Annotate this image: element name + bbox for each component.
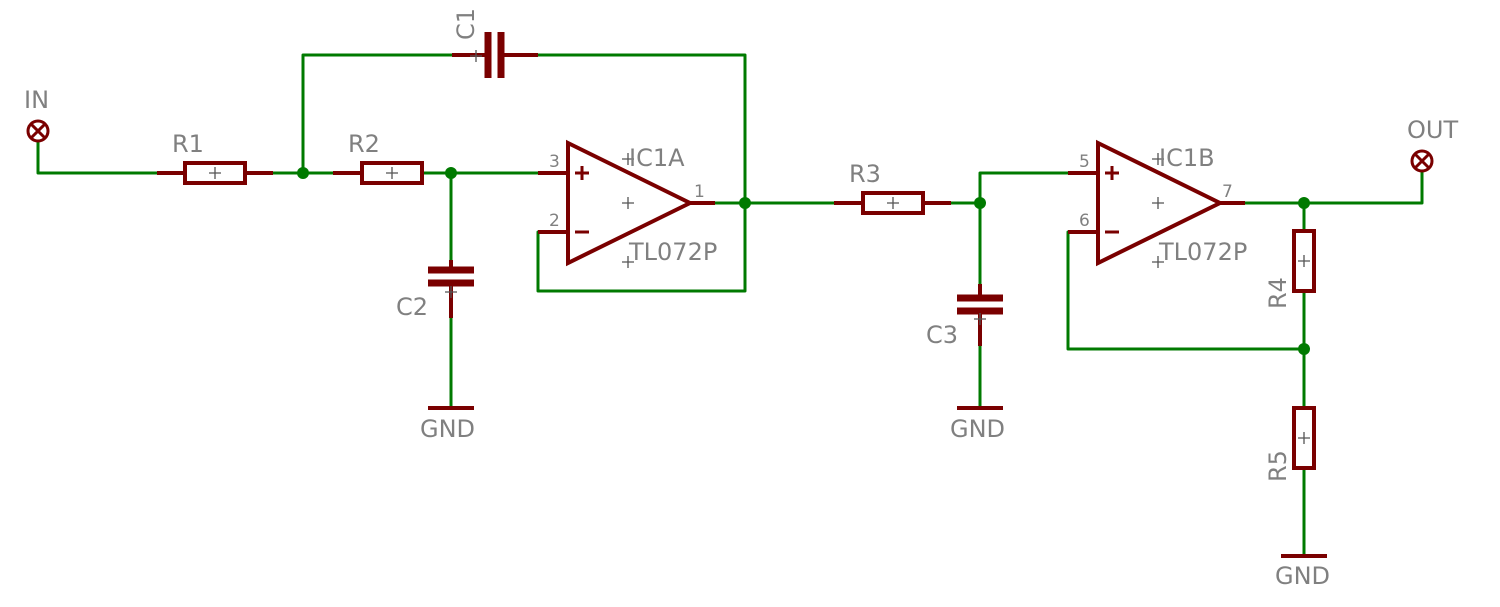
resistor-r1-label: R1 <box>172 130 204 158</box>
opamp-ic1a: 3 2 1 IC1A TL072P <box>538 139 717 268</box>
input-port-label: IN <box>24 86 49 114</box>
opamp-ic1a-pin-plus: 3 <box>549 152 560 172</box>
junction-dot <box>445 167 457 179</box>
opamp-ic1b-pin-plus: 5 <box>1079 152 1090 172</box>
opamp-ic1b-value: TL072P <box>1158 238 1247 266</box>
opamp-ic1a-pin-minus: 2 <box>549 211 560 231</box>
capacitor-c2-label: C2 <box>396 293 428 321</box>
resistor-r2-label: R2 <box>348 130 380 158</box>
capacitor-c1-label: C1 <box>452 8 480 40</box>
opamp-ic1b-pin-minus: 6 <box>1079 211 1090 231</box>
opamp-ic1a-pin-out: 1 <box>694 182 705 202</box>
opamp-ic1b: 5 6 7 IC1B TL072P <box>1068 139 1247 268</box>
capacitor-c1: C1 <box>452 8 538 78</box>
junction-dot <box>1298 343 1310 355</box>
wire-c1-feedback-left <box>301 53 454 175</box>
resistor-r2: R2 <box>333 130 424 185</box>
ground-label-2: GND <box>950 415 1005 443</box>
ground-symbol-3: GND <box>1275 554 1330 590</box>
opamp-ic1a-name: IC1A <box>629 144 685 172</box>
junction-dot <box>739 197 751 209</box>
ground-label-1: GND <box>420 415 475 443</box>
wire-r3-ic1b <box>949 171 1070 205</box>
capacitor-c2: C2 <box>396 260 474 321</box>
junction-dot <box>297 167 309 179</box>
resistor-r1: R1 <box>157 130 273 185</box>
opamp-ic1b-name: IC1B <box>1159 144 1215 172</box>
opamp-ic1b-pin-out: 7 <box>1222 182 1233 202</box>
junction-dot <box>1298 197 1310 209</box>
wire-ic1a-feedback <box>536 201 747 293</box>
output-port-label: OUT <box>1407 116 1458 144</box>
wires <box>36 53 1424 558</box>
ground-symbol-2: GND <box>950 406 1005 443</box>
input-port: IN <box>24 86 50 143</box>
capacitor-c3-label: C3 <box>926 321 958 349</box>
resistor-r3: R3 <box>834 160 951 215</box>
junction-dot <box>974 197 986 209</box>
wire-in-r1 <box>36 140 159 175</box>
ground-symbol-1: GND <box>420 406 475 443</box>
resistor-r4-label: R4 <box>1264 277 1292 309</box>
resistor-r3-label: R3 <box>849 160 881 188</box>
wire-ic1b-out <box>1243 170 1424 205</box>
resistor-r4: R4 <box>1264 229 1316 309</box>
junctions <box>297 167 1310 355</box>
capacitor-c3: C3 <box>926 284 1003 349</box>
ground-label-3: GND <box>1275 562 1330 590</box>
output-port: OUT <box>1407 116 1458 173</box>
resistor-r5: R5 <box>1264 406 1316 482</box>
wire-c1-feedback-right <box>536 53 747 205</box>
opamp-ic1a-value: TL072P <box>628 238 717 266</box>
resistor-r5-label: R5 <box>1264 450 1292 482</box>
wire-ic1b-feedback <box>1066 230 1306 351</box>
